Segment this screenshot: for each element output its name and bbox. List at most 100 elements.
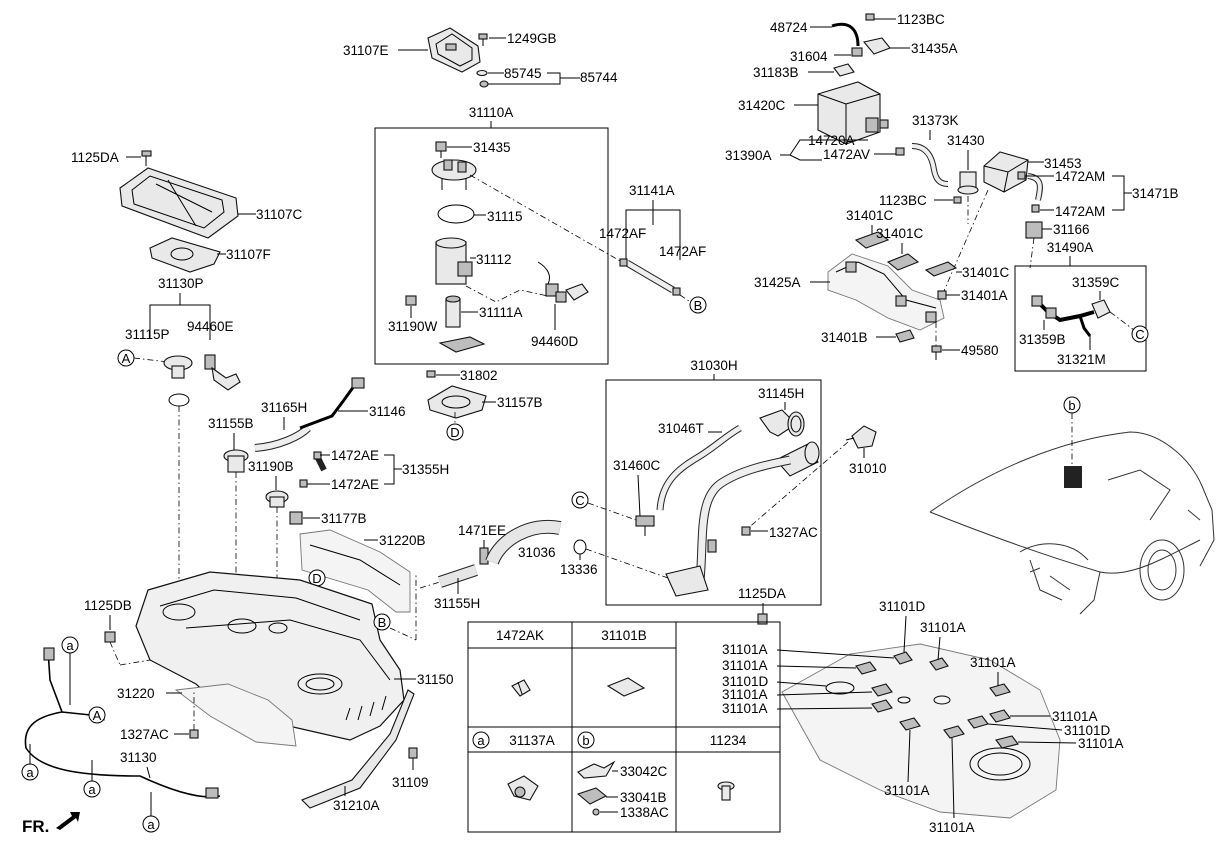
hose-31471b — [1017, 171, 1043, 213]
label-1123bc-mid: 1123BC — [879, 193, 927, 208]
table-part-33041b: 33041B — [620, 790, 667, 805]
callout-letter-a-harness-2: A — [93, 708, 102, 723]
label-31101a-bottom-1: 31101A — [884, 783, 930, 798]
label-31101a-right-2: 31101A — [1078, 736, 1124, 751]
callout-letter-d-upper: D — [450, 425, 459, 440]
callout-c-vent — [1131, 325, 1149, 343]
label-1472ae-upper: 1472AE — [331, 448, 379, 463]
pad-31401c-a — [854, 231, 890, 249]
callout-d-upper — [446, 423, 464, 441]
label-1472af-right: 1472AF — [659, 244, 706, 259]
label-48724: 48724 — [770, 20, 808, 35]
callout-letter-c-vent: C — [1135, 327, 1144, 342]
callout-letter-b-upper: B — [694, 298, 703, 313]
gasket-31107f — [149, 237, 221, 273]
clip-31604 — [851, 47, 863, 57]
pump-body-31112 — [435, 237, 473, 285]
callout-c-neck — [571, 491, 589, 509]
filler-neck-box — [605, 379, 822, 606]
bracket-33042c-icon — [577, 760, 616, 779]
callout-letter-a-harness-1: a — [66, 638, 74, 653]
label-31101d-right: 31101D — [1064, 723, 1111, 738]
clip-1472ak-icon — [511, 679, 531, 697]
callout-letter-b-tank: B — [378, 615, 387, 630]
filter-31453 — [983, 151, 1029, 193]
clamp-1472ae-lower — [299, 479, 308, 488]
pad-31101b-icon — [606, 677, 646, 697]
label-31107e: 31107E — [343, 43, 389, 58]
label-31165h: 31165H — [261, 400, 307, 415]
label-13336: 13336 — [560, 562, 598, 577]
clamp-1472av — [895, 147, 905, 156]
cover-plate-31107e — [427, 27, 481, 73]
label-31359b: 31359B — [1019, 332, 1066, 347]
car-silhouette — [929, 431, 1215, 615]
label-31130p: 31130P — [158, 276, 204, 291]
label-31109: 31109 — [392, 775, 429, 790]
label-31107f: 31107F — [226, 247, 271, 262]
valve-31155b — [223, 449, 249, 473]
label-85745: 85745 — [504, 66, 542, 81]
bolt-1327ac-left — [189, 729, 199, 739]
label-31430: 31430 — [947, 133, 985, 148]
callout-letter-b-car: b — [1068, 398, 1075, 413]
valve-31190b — [265, 490, 289, 508]
clip-31401b — [895, 329, 915, 343]
front-direction-label: FR. — [22, 817, 49, 836]
label-31183b: 31183B — [753, 65, 799, 80]
label-31146: 31146 — [369, 404, 406, 419]
label-31177b: 31177B — [321, 511, 367, 526]
label-31141a: 31141A — [629, 183, 675, 198]
label-1249gb: 1249GB — [507, 31, 557, 46]
label-31101a-right-1: 31101A — [1052, 709, 1098, 724]
screw-1338ac-icon — [592, 808, 600, 816]
label-31321m: 31321M — [1057, 352, 1106, 367]
nut-85745 — [479, 80, 489, 88]
label-31101d-top: 31101D — [879, 599, 926, 614]
wiring-94460d — [537, 261, 589, 303]
label-31115: 31115 — [487, 209, 523, 224]
clip-31137a-icon — [507, 775, 539, 801]
label-1472am-upper: 1472AM — [1055, 169, 1105, 184]
pipe-31146 — [299, 377, 365, 430]
label-31101d-left: 31101D — [722, 674, 769, 689]
o-ring-31115 — [437, 204, 475, 224]
label-31401c-c: 31401C — [962, 265, 1010, 280]
label-31373k: 31373K — [912, 113, 959, 128]
label-31401c-a: 31401C — [846, 208, 894, 223]
pads-31101 — [855, 651, 1019, 749]
pipe-31155h — [438, 564, 478, 588]
table-circle-a — [472, 731, 490, 749]
label-49580: 49580 — [961, 343, 999, 358]
label-31355h: 31355H — [402, 462, 449, 477]
pump-flange — [431, 159, 477, 190]
label-31390a: 31390A — [725, 148, 772, 163]
breather-hose-31046t — [656, 424, 742, 511]
cap-31145h — [759, 409, 805, 437]
hose-48724 — [831, 22, 860, 47]
label-31101a-left-4: 31101A — [722, 701, 768, 716]
callout-b-tank — [373, 613, 391, 631]
table-letter-a: a — [477, 733, 485, 748]
label-85744: 85744 — [580, 70, 618, 85]
label-1472av: 1472AV — [823, 147, 870, 162]
plug-11234-icon — [717, 781, 735, 801]
label-31150: 31150 — [417, 672, 454, 687]
front-arrow-icon — [56, 812, 80, 830]
plate-31107c — [119, 167, 239, 239]
label-31401a: 31401A — [961, 288, 1008, 303]
label-31460c: 31460C — [613, 458, 661, 473]
valve-31430 — [957, 171, 979, 195]
clip-31401a — [937, 290, 947, 300]
hose-31165h — [254, 424, 311, 452]
label-31604: 31604 — [790, 49, 828, 64]
bolt-31109 — [408, 747, 418, 759]
bolt-1125da-top — [141, 150, 152, 166]
label-31157b: 31157B — [497, 395, 543, 410]
label-1327ac-neck: 1327AC — [769, 525, 818, 540]
clamp-13336 — [573, 539, 587, 555]
label-31112: 31112 — [476, 252, 512, 267]
callout-letter-a-harness-3: a — [26, 765, 34, 780]
table-header-31101b: 31101B — [601, 628, 647, 643]
